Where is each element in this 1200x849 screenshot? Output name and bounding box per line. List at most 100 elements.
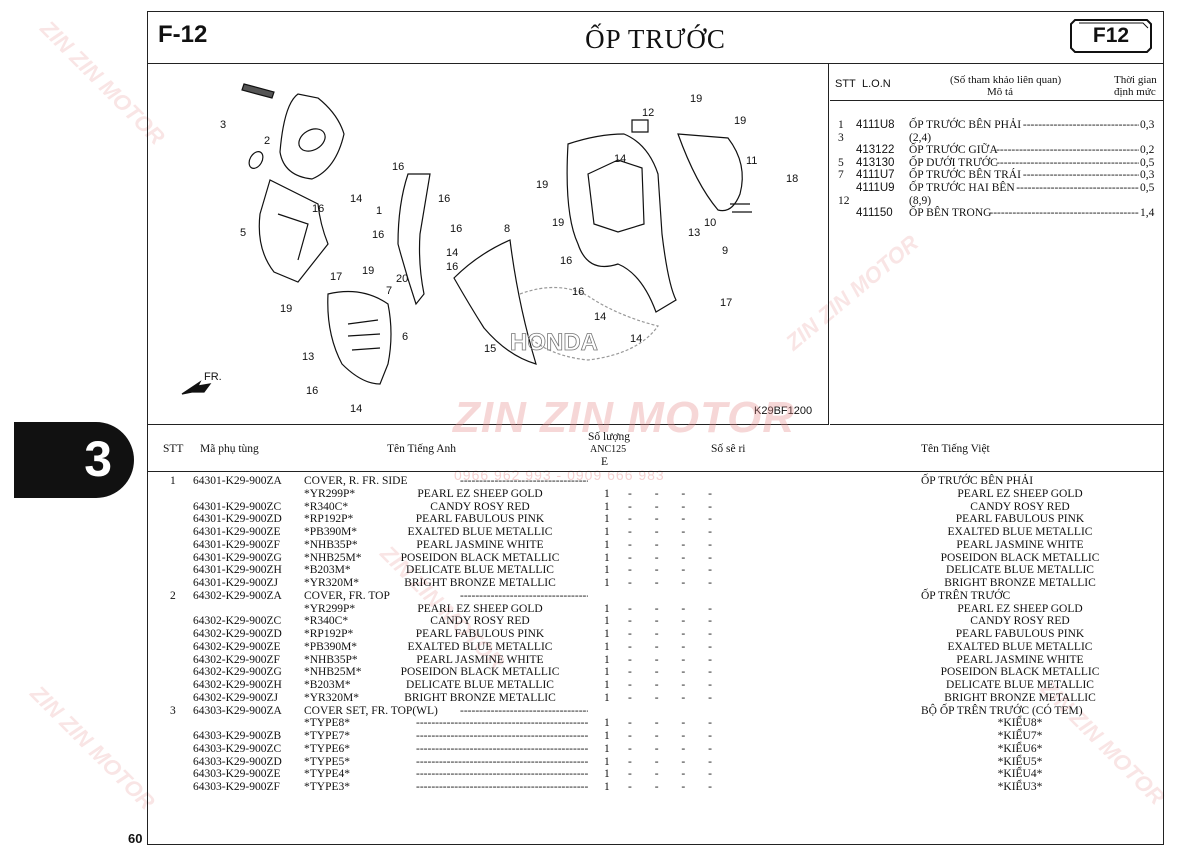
parts-row: 64302-K29-900ZJ*YR320M*BRIGHT BRONZE MET… [0,692,1200,705]
emblem-hole [298,128,326,152]
part-qty: 1 [604,526,610,538]
parts-row: 64302-K29-900ZE*PB390M*EXALTED BLUE META… [0,641,1200,654]
part-name-en: *R340C* [304,500,349,513]
callout: 19 [734,115,746,127]
part-serial-dashes: - - - - [628,730,722,742]
honda-logo-text: HONDA [510,329,598,356]
part-name-vn: EXALTED BLUE METALLIC [947,640,1093,653]
front-top-cover-part [279,93,345,180]
page-frame: F-12 ỐP TRƯỚC F12 [147,11,1164,845]
badge-part [248,151,264,169]
part-number: 64303-K29-900ZE [193,768,281,781]
part-dash-line: ----------------------------------------… [416,781,588,793]
parts-row: 64303-K29-900ZC*TYPE6*------------------… [0,743,1200,756]
part-name-en: *PB390M* [304,526,358,538]
badge-frame-icon [1070,19,1152,53]
page-title: ỐP TRƯỚC [585,24,726,54]
part-name-en: *R340C* [304,615,349,628]
part-name-en: *TYPE7* [304,730,350,742]
part-dash-line: ----------------------------------------… [416,742,588,755]
ref-stt: 7 [838,169,844,182]
chapter-tab: 3 [14,422,134,498]
part-name-vn: PEARL FABULOUS PINK [955,513,1085,526]
parts-row: 64301-K29-900ZD*RP192P*PEARL FABULOUS PI… [0,513,1200,526]
parts-row: *TYPE8*---------------------------------… [0,717,1200,730]
part-qty: 1 [604,781,610,793]
part-serial-dashes: - - - - [628,679,722,691]
part-qty: 1 [604,500,610,513]
part-name-vn: PEARL EZ SHEEP GOLD [957,602,1083,615]
part-serial-dashes: - - - - [628,526,722,538]
part-serial-dashes: - - - - [628,564,722,577]
part-name-en: *B203M* [304,564,351,577]
part-qty: 1 [604,730,610,742]
part-name-vn: EXALTED BLUE METALLIC [947,526,1093,538]
callout: 19 [280,303,292,315]
callout: 8 [504,223,510,235]
parts-row: 64303-K29-900ZB*TYPE7*------------------… [0,730,1200,743]
part-name-vn: CANDY ROSY RED [970,500,1070,513]
parts-row: 64303-K29-900ZD*TYPE5*------------------… [0,756,1200,769]
ref-desc: ỐP BÊN TRONG [909,207,992,220]
callout: 16 [438,193,450,205]
parts-row: 64301-K29-900ZF*NHB35P*PEARL JASMINE WHI… [0,539,1200,552]
callout: 17 [720,297,732,309]
part-name-en: *RP192P* [304,628,354,640]
part-serial-dashes: - - - - [628,513,722,526]
ref-time: 0,3 [1140,169,1155,182]
callout: 14 [350,403,362,415]
parts-row: 64303-K29-900ZE*TYPE4*------------------… [0,768,1200,781]
part-qty: 1 [604,640,610,653]
part-name-en: *YR320M* [304,691,359,704]
part-number: 64301-K29-900ZF [193,538,280,551]
parts-header-part-no: Mã phụ tùng [200,443,259,455]
chapter-number: 3 [84,431,112,487]
callout: 10 [704,217,716,229]
part-name-vn: CANDY ROSY RED [970,615,1070,628]
part-serial-dashes: - - - - [628,717,722,730]
callout: 14 [446,247,458,259]
side-panel-part [677,133,743,212]
part-serial-dashes: - - - - [628,551,722,564]
part-number: 64302-K29-900ZC [193,615,282,628]
ref-time: 0,5 [1140,182,1155,194]
part-serial-dashes: - - - - [628,602,722,615]
part-name-vn: *KIỂU5* [997,755,1043,768]
part-name-en: *PB390M* [304,640,358,653]
ref-stt: 5 [838,156,844,169]
part-dash-line: ----------------------------------------… [460,475,588,487]
part-name-vn: POSEIDON BLACK METALLIC [940,551,1100,564]
part-name-vn: POSEIDON BLACK METALLIC [940,666,1100,679]
labor-time-table: STT L.O.N (Số tham khảo liên quan) Mô tả… [830,64,1163,425]
part-color: DELICATE BLUE METALLIC [406,564,554,577]
callout: 13 [688,227,700,239]
ref-stt: 3 [838,131,844,144]
part-serial-dashes: - - - - [628,755,722,768]
parts-row: 64302-K29-900ZG*NHB25M*POSEIDON BLACK ME… [0,666,1200,679]
callout: 1 [376,205,382,217]
page-number: 60 [128,831,143,846]
section-code: F-12 [158,21,208,48]
parts-row: 64302-K29-900ZD*RP192P*PEARL FABULOUS PI… [0,628,1200,641]
callout: 15 [484,343,496,355]
part-name-vn: *KIỂU3* [997,781,1043,793]
part-number: 64301-K29-900ZA [193,475,282,487]
part-name-en: *B203M* [304,679,351,691]
part-qty: 1 [604,538,610,551]
part-serial-dashes: - - - - [628,768,722,781]
part-stt: 1 [170,475,176,487]
part-name-en: COVER SET, FR. TOP(WL) [304,704,438,717]
part-number: 64302-K29-900ZA [193,589,282,602]
part-name-en: *RP192P* [304,513,354,526]
part-name-en: *NHB35P* [304,653,358,666]
part-dash-line: ----------------------------------------… [416,755,588,768]
callout: 14 [630,333,642,345]
ref-header-time2: định mức [1114,86,1156,98]
callout: 14 [350,193,362,205]
callout: 6 [402,331,408,343]
